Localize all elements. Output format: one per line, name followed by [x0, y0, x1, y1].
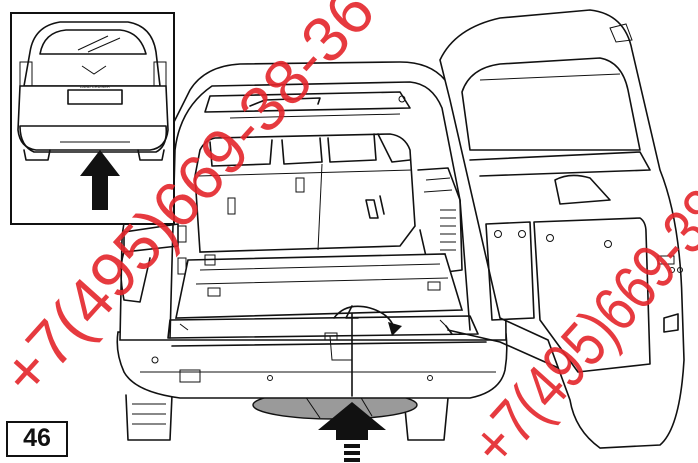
- vehicle-rear-view: [116, 9, 685, 449]
- figure-number: 46: [6, 421, 68, 457]
- right-rear-tire: [403, 397, 449, 441]
- left-rear-tire: [125, 394, 173, 441]
- rear-bumper: [116, 331, 508, 399]
- open-tailgate: [439, 9, 685, 449]
- inset-up-arrow-icon: [80, 150, 120, 210]
- rotation-indicator: [329, 305, 402, 397]
- left-taillight: [123, 223, 179, 253]
- inset-rear-window: [39, 29, 147, 55]
- cargo-floor: [175, 253, 464, 319]
- inset-badge-text: LAND CRUISER: [80, 84, 110, 89]
- rear-seat-backs: [194, 133, 416, 253]
- tailgate-panel-right: [533, 217, 651, 373]
- inset-license-plate: [67, 89, 123, 105]
- tailgate-panel-left: [485, 221, 535, 321]
- inset-tailgate: [17, 85, 169, 151]
- cargo-opening: [169, 81, 471, 339]
- curved-arrow-icon: [333, 305, 395, 329]
- inset-bumper: [19, 125, 168, 153]
- up-arrow-icon: [318, 402, 386, 462]
- inset-panel: LAND CRUISER: [10, 12, 175, 225]
